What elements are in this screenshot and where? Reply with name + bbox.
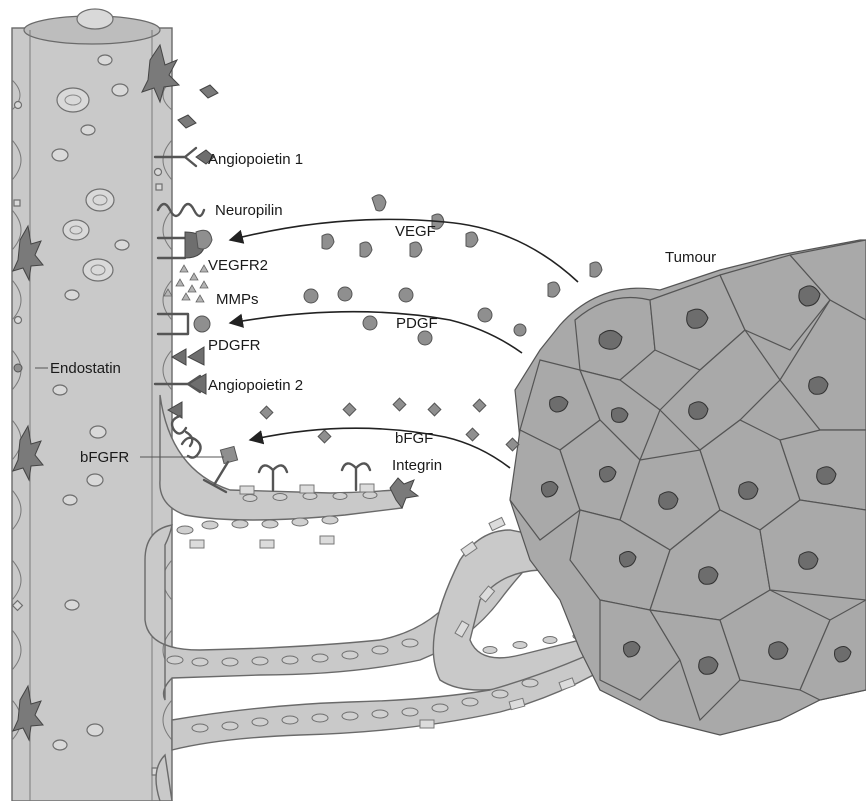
label-vegfr2: VEGFR2 bbox=[208, 257, 268, 274]
label-bfgf: bFGF bbox=[395, 430, 433, 447]
label-vegf: VEGF bbox=[395, 223, 436, 240]
vegf-ligands bbox=[322, 195, 602, 297]
angiopoietin-1-ligands bbox=[178, 85, 218, 128]
label-bfgfr: bFGFR bbox=[80, 449, 129, 466]
label-angiopoietin-1: Angiopoietin 1 bbox=[208, 151, 303, 168]
label-mmps: MMPs bbox=[216, 291, 259, 308]
label-endostatin: Endostatin bbox=[50, 360, 121, 377]
label-pdgfr: PDGFR bbox=[208, 337, 261, 354]
main-vessel bbox=[12, 9, 179, 801]
label-pdgf: PDGF bbox=[396, 315, 438, 332]
label-integrin: Integrin bbox=[392, 457, 442, 474]
label-neuropilin: Neuropilin bbox=[215, 202, 283, 219]
label-angiopoietin-2: Angiopoietin 2 bbox=[208, 377, 303, 394]
bfgf-ligands bbox=[260, 398, 519, 451]
label-tumour: Tumour bbox=[665, 249, 716, 266]
